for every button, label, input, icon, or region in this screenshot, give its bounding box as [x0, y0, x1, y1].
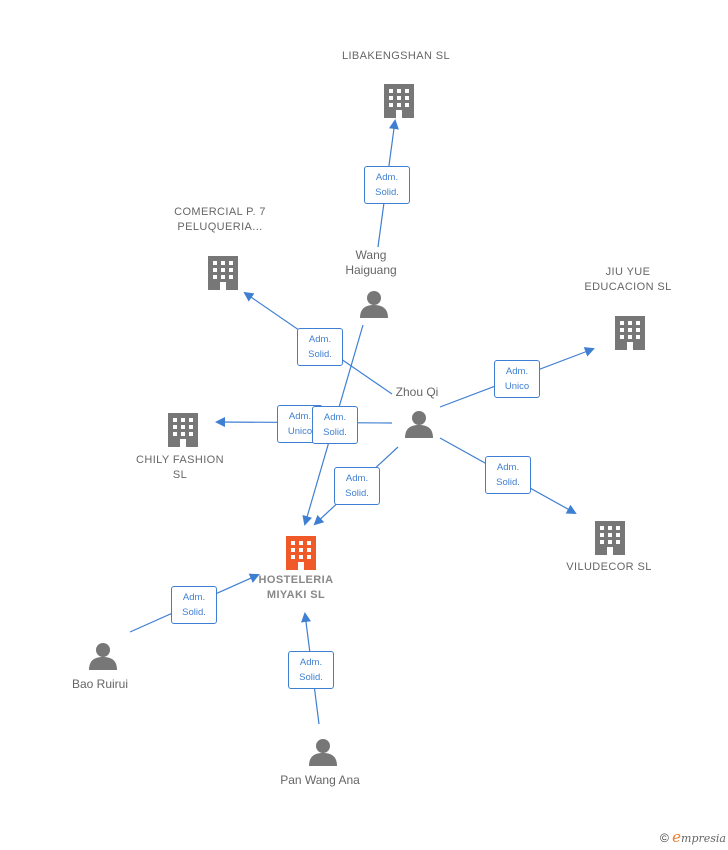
building-icon[interactable] — [384, 84, 414, 118]
relation-type: Solid. — [496, 477, 520, 488]
relation-badge[interactable]: Adm. Solid. — [334, 467, 380, 505]
relation-badge[interactable]: Adm. Solid. — [171, 586, 217, 624]
relation-type: Solid. — [299, 672, 323, 683]
relation-role: Adm. — [323, 412, 347, 423]
brand-name: mpresia — [681, 832, 726, 845]
building-icon[interactable] — [595, 521, 625, 555]
company-label-jiuyue[interactable]: JIU YUE EDUCACION SL — [584, 266, 672, 293]
relation-role: Adm. — [288, 411, 312, 422]
relation-role: Adm. — [345, 473, 369, 484]
relation-type: Solid. — [375, 187, 399, 198]
relation-badge[interactable]: Adm. Solid. — [297, 328, 343, 366]
relation-badge[interactable]: Adm. Solid. — [364, 166, 410, 204]
relation-badge[interactable]: Adm. Solid. — [485, 456, 531, 494]
building-icon[interactable] — [615, 316, 645, 350]
relation-role: Adm. — [505, 366, 529, 377]
company-label-hosteleria[interactable]: HOSTELERIA MIYAKI SL — [258, 574, 334, 601]
person-icon[interactable] — [309, 739, 337, 766]
person-label-pan[interactable]: Pan Wang Ana — [280, 773, 360, 787]
person-label-bao[interactable]: Bao Ruirui — [71, 677, 129, 691]
copyright-icon: © — [659, 831, 669, 845]
relation-type: Solid. — [323, 427, 347, 438]
relation-badge[interactable]: Adm. Solid. — [288, 651, 334, 689]
person-icon[interactable] — [89, 643, 117, 670]
company-label-chily[interactable]: CHILY FASHION SL — [136, 454, 224, 481]
relation-type: Solid. — [345, 488, 369, 499]
relation-role: Adm. — [308, 334, 332, 345]
relation-role: Adm. — [299, 657, 323, 668]
empresia-credit[interactable]: © empresia — [660, 828, 726, 846]
brand-initial: e — [672, 828, 682, 846]
relation-badge[interactable]: Adm. Solid. — [312, 406, 358, 444]
relation-type: Solid. — [308, 349, 332, 360]
relation-role: Adm. — [375, 172, 399, 183]
relation-badge[interactable]: Adm. Unico — [494, 360, 540, 398]
building-icon[interactable] — [208, 256, 238, 290]
person-icon[interactable] — [405, 411, 433, 438]
relation-type: Unico — [504, 381, 530, 392]
building-icon[interactable] — [168, 413, 198, 447]
relation-type: Unico — [287, 426, 313, 437]
building-icon-main[interactable] — [286, 536, 316, 570]
relation-role: Adm. — [496, 462, 520, 473]
company-label-viludecor[interactable]: VILUDECOR SL — [566, 561, 652, 573]
relation-type: Solid. — [182, 607, 206, 618]
person-icon[interactable] — [360, 291, 388, 318]
company-label-libakengshan[interactable]: LIBAKENGSHAN SL — [341, 50, 451, 62]
relation-role: Adm. — [182, 592, 206, 603]
person-label-zhou[interactable]: Zhou Qi — [395, 385, 439, 399]
company-label-comercial[interactable]: COMERCIAL P. 7 PELUQUERIA... — [174, 206, 266, 233]
person-label-wang[interactable]: Wang Haiguang — [345, 248, 397, 277]
